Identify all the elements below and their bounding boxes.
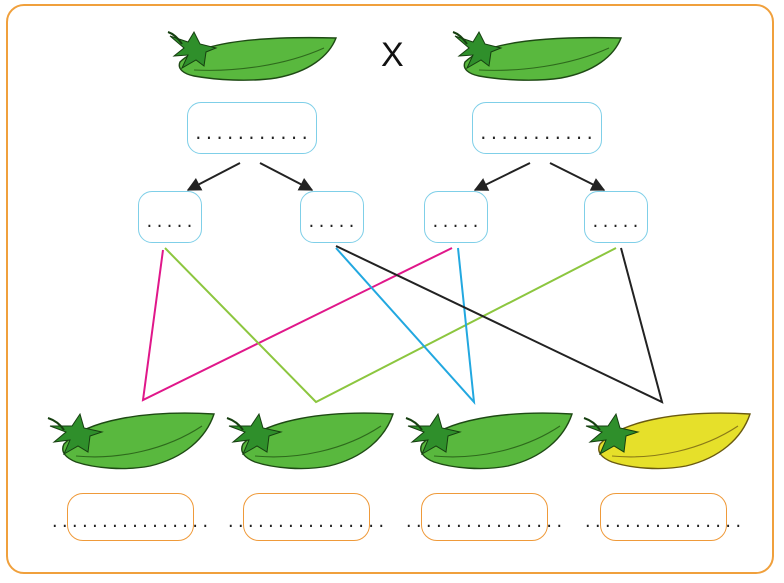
gamete-2-blank: .....: [306, 213, 358, 231]
offspring-pod-1-icon: [47, 412, 215, 470]
arrow-parent1-gamete2: [259, 162, 314, 191]
gamete-box-4[interactable]: .....: [584, 191, 648, 243]
offspring-pod-3-icon: [405, 412, 573, 470]
parent-pod-2-icon: [452, 30, 623, 81]
arrow-parent2-gamete4: [549, 162, 606, 191]
green-cross-line: [164, 247, 617, 404]
offspring-4-genotype-blank: ................: [583, 513, 744, 531]
blue-cross-line: [335, 247, 476, 405]
offspring-3-genotype-blank: ................: [404, 513, 565, 531]
parent-2-genotype-box[interactable]: ...........: [472, 102, 602, 154]
parent-1-genotype-box[interactable]: ...........: [187, 102, 317, 154]
worksheet-frame: [6, 4, 774, 574]
gamete-box-1[interactable]: .....: [138, 191, 202, 243]
offspring-pod-2-icon: [226, 412, 394, 470]
offspring-1-genotype-box[interactable]: ................: [50, 493, 210, 541]
offspring-pod-4-yellow-icon: [583, 412, 751, 470]
arrow-parent2-gamete3: [473, 162, 531, 191]
parent-1-genotype-blank: ...........: [193, 123, 311, 143]
cross-symbol: X: [381, 36, 404, 74]
pink-cross-line: [141, 247, 453, 402]
offspring-3-genotype-box[interactable]: ................: [404, 493, 564, 541]
offspring-4-genotype-box[interactable]: ................: [583, 493, 743, 541]
gamete-box-3[interactable]: .....: [424, 191, 488, 243]
parent-2-genotype-blank: ...........: [478, 123, 596, 143]
gamete-box-2[interactable]: .....: [300, 191, 364, 243]
offspring-1-genotype-blank: ................: [50, 513, 211, 531]
arrow-parent1-gamete1: [186, 162, 241, 191]
offspring-2-genotype-box[interactable]: ................: [226, 493, 386, 541]
offspring-2-genotype-blank: ................: [226, 513, 387, 531]
black-cross-line: [335, 245, 664, 404]
gamete-1-blank: .....: [144, 213, 196, 231]
parent-pod-1-icon: [167, 30, 338, 81]
gamete-3-blank: .....: [430, 213, 482, 231]
gamete-4-blank: .....: [590, 213, 642, 231]
